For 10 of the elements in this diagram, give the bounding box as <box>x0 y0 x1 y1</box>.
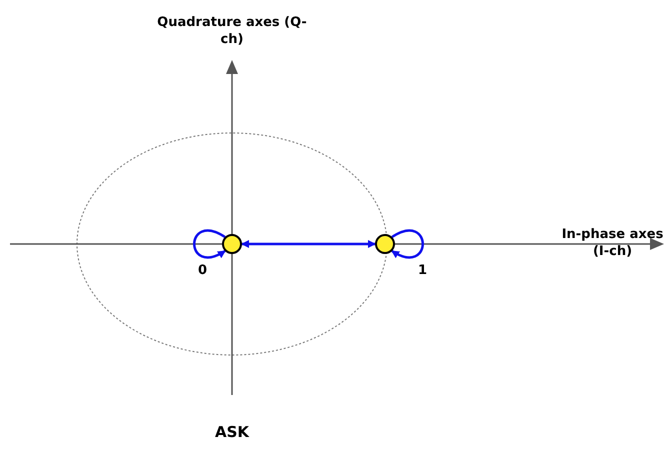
point-label: 1 <box>418 262 428 279</box>
axis-label: In-phase axes (I-ch) <box>560 226 664 260</box>
signal-point <box>222 234 242 254</box>
double-arrow <box>241 240 376 248</box>
loop-arrow <box>193 229 226 259</box>
signal-point <box>375 234 395 254</box>
point-label: 0 <box>198 262 208 279</box>
loop-arrow <box>391 229 424 259</box>
caption: ASK <box>214 424 250 441</box>
axis-label: Quadrature axes (Q-ch) <box>157 14 307 48</box>
